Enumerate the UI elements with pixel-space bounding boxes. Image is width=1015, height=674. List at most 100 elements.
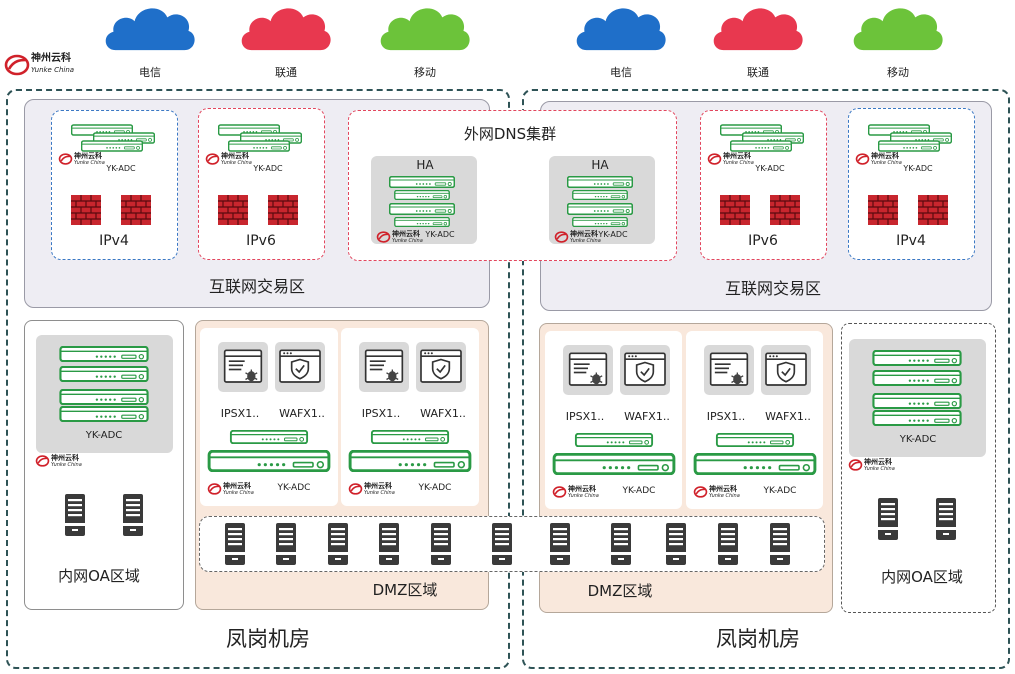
- brand-name-cn: 神州云科: [221, 152, 249, 160]
- firewall-icon: [268, 195, 298, 225]
- internet-zone-label-right: 互联网交易区: [724, 279, 821, 298]
- brand-name-cn: 神州云科: [31, 53, 71, 64]
- adc-device-icon: [869, 370, 965, 386]
- dns-cluster-title: 外网DNS集群: [463, 125, 557, 143]
- ha-label-left: HA: [416, 158, 434, 172]
- adc-device-icon: [869, 410, 965, 426]
- waf-icon: [270, 342, 330, 392]
- server-icon: [549, 522, 571, 566]
- adc-label: YK-ADC: [277, 483, 311, 493]
- cloud-icon: [571, 2, 671, 52]
- brand-swoosh-icon: [35, 455, 50, 467]
- oa-device-label-right: YK-ADC: [899, 434, 937, 445]
- brand-name-cn: 神州云科: [568, 485, 596, 493]
- adc-device-icon: [690, 433, 820, 447]
- adc-label: YK-ADC: [253, 164, 283, 173]
- adc-device-icon: [345, 430, 475, 444]
- waf-icon: [411, 342, 471, 392]
- brand-name-cn: 神州云科: [223, 482, 251, 490]
- brand-name-en: Yunke China: [864, 466, 895, 472]
- adc-device-icon: [56, 389, 152, 405]
- room-name-left: 凤岗机房: [226, 627, 310, 651]
- cloud-icon: [848, 2, 948, 52]
- ips-icon: [218, 342, 268, 392]
- room-name-right: 凤岗机房: [716, 627, 800, 651]
- dns-device-label-right: YK-ADC: [598, 230, 628, 239]
- adc-device-icon: [730, 140, 792, 152]
- carrier-label: 移动: [887, 66, 909, 79]
- carrier-label: 移动: [414, 66, 436, 79]
- cloud-icon: [708, 2, 808, 52]
- brand-swoosh-icon: [855, 153, 870, 165]
- brand-swoosh-icon: [348, 483, 363, 495]
- server-icon: [64, 493, 86, 537]
- brand-name-cn: 神州云科: [51, 454, 79, 462]
- adc-device-icon: [56, 406, 152, 422]
- brand-name-cn: 神州云科: [74, 152, 102, 160]
- server-icon: [430, 522, 452, 566]
- dmz-zone-label-right: DMZ区域: [587, 582, 653, 600]
- cloud-icon: [236, 2, 336, 52]
- server-icon: [275, 522, 297, 566]
- server-icon: [122, 493, 144, 537]
- server-icon: [491, 522, 513, 566]
- adc-label: YK-ADC: [903, 164, 933, 173]
- adc-device-icon: [389, 203, 455, 215]
- carrier-label: 电信: [610, 66, 632, 79]
- internet-zone-label-left: 互联网交易区: [208, 277, 305, 296]
- brand-name-cn: 神州云科: [709, 485, 737, 493]
- ips-label: IPSX1..: [361, 407, 401, 420]
- adc-device-icon: [549, 453, 679, 475]
- waf-label: WAFX1..: [624, 410, 670, 423]
- brand-name-en: Yunke China: [51, 462, 82, 468]
- brand-swoosh-icon: [707, 153, 722, 165]
- adc-device-icon: [567, 203, 633, 215]
- firewall-icon: [918, 195, 948, 225]
- ips-label: IPSX1..: [565, 410, 605, 423]
- datacenter-room-right: [522, 89, 1010, 669]
- adc-device-icon: [228, 140, 290, 152]
- brand-swoosh-icon: [58, 153, 73, 165]
- dmz-zone-label-left: DMZ区域: [372, 581, 438, 599]
- adc-device-icon: [549, 433, 679, 447]
- brand-name-en: Yunke China: [74, 160, 105, 166]
- waf-icon: [615, 345, 675, 395]
- ipv4-label: IPv4: [99, 233, 129, 249]
- ipv6-label: IPv6: [246, 233, 276, 249]
- adc-label: YK-ADC: [755, 164, 785, 173]
- adc-device-icon: [567, 176, 633, 188]
- adc-device-icon: [389, 176, 455, 188]
- carrier-label: 电信: [139, 66, 161, 79]
- brand-swoosh-icon: [552, 486, 567, 498]
- ips-label: IPSX1..: [220, 407, 260, 420]
- brand-swoosh-icon: [376, 231, 391, 243]
- adc-device-icon: [56, 366, 152, 382]
- ipv4-label: IPv4: [896, 233, 926, 249]
- adc-device-icon: [690, 453, 820, 475]
- brand-name-en: Yunke China: [364, 490, 395, 496]
- adc-device-icon: [204, 430, 334, 444]
- waf-label: WAFX1..: [765, 410, 811, 423]
- oa-device-label-left: YK-ADC: [85, 430, 123, 441]
- brand-swoosh-icon: [848, 459, 863, 471]
- brand-name-en: Yunke China: [568, 493, 599, 499]
- server-icon: [378, 522, 400, 566]
- brand-name-en: Yunke China: [723, 160, 754, 166]
- server-icon: [877, 497, 899, 541]
- adc-label: YK-ADC: [418, 483, 452, 493]
- firewall-icon: [868, 195, 898, 225]
- oa-zone-label-left: 内网OA区域: [58, 567, 140, 585]
- server-icon: [769, 522, 791, 566]
- brand-name-cn: 神州云科: [723, 152, 751, 160]
- ips-icon: [359, 342, 409, 392]
- brand-swoosh-icon: [207, 483, 222, 495]
- brand-name-en: Yunke China: [31, 66, 75, 74]
